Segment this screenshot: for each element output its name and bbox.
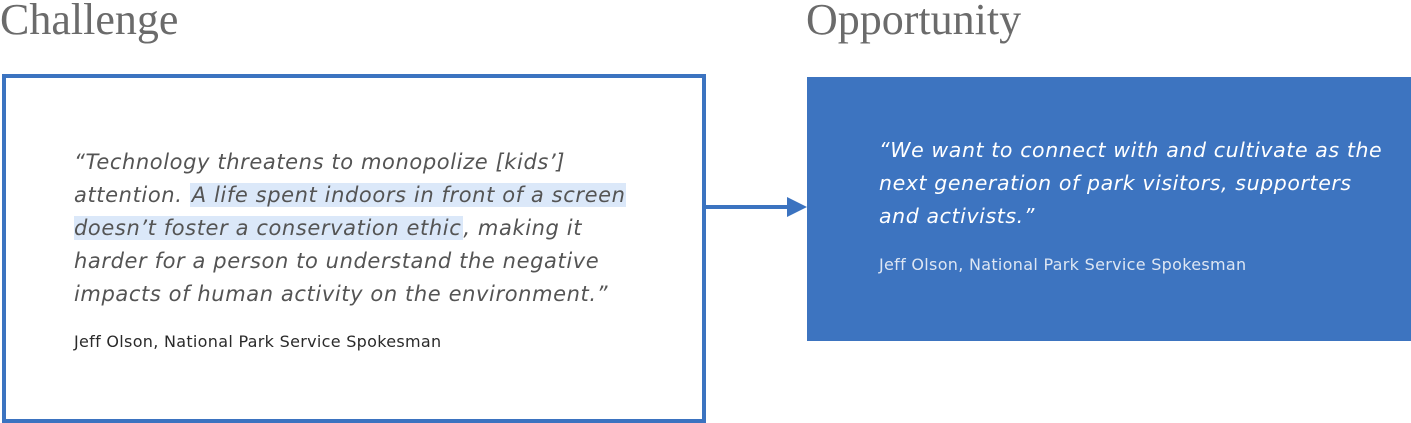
arrow-right-icon <box>787 197 807 217</box>
challenge-heading: Challenge <box>0 0 179 44</box>
challenge-box: “Technology threatens to monopolize [kid… <box>2 74 706 423</box>
opportunity-attribution: Jeff Olson, National Park Service Spokes… <box>879 255 1247 274</box>
opportunity-quote: “We want to connect with and cultivate a… <box>879 138 1383 228</box>
opportunity-box: “We want to connect with and cultivate a… <box>807 77 1411 341</box>
challenge-quote-text-end: , making it harder for a person to under… <box>74 216 609 306</box>
challenge-attribution: Jeff Olson, National Park Service Spokes… <box>74 332 442 351</box>
challenge-quote: “Technology threatens to monopolize [kid… <box>74 146 654 311</box>
challenge-quote-text: “Technology threatens to monopolize [kid… <box>74 150 566 207</box>
arrow-connector-line <box>702 205 790 209</box>
opportunity-heading: Opportunity <box>806 0 1022 44</box>
